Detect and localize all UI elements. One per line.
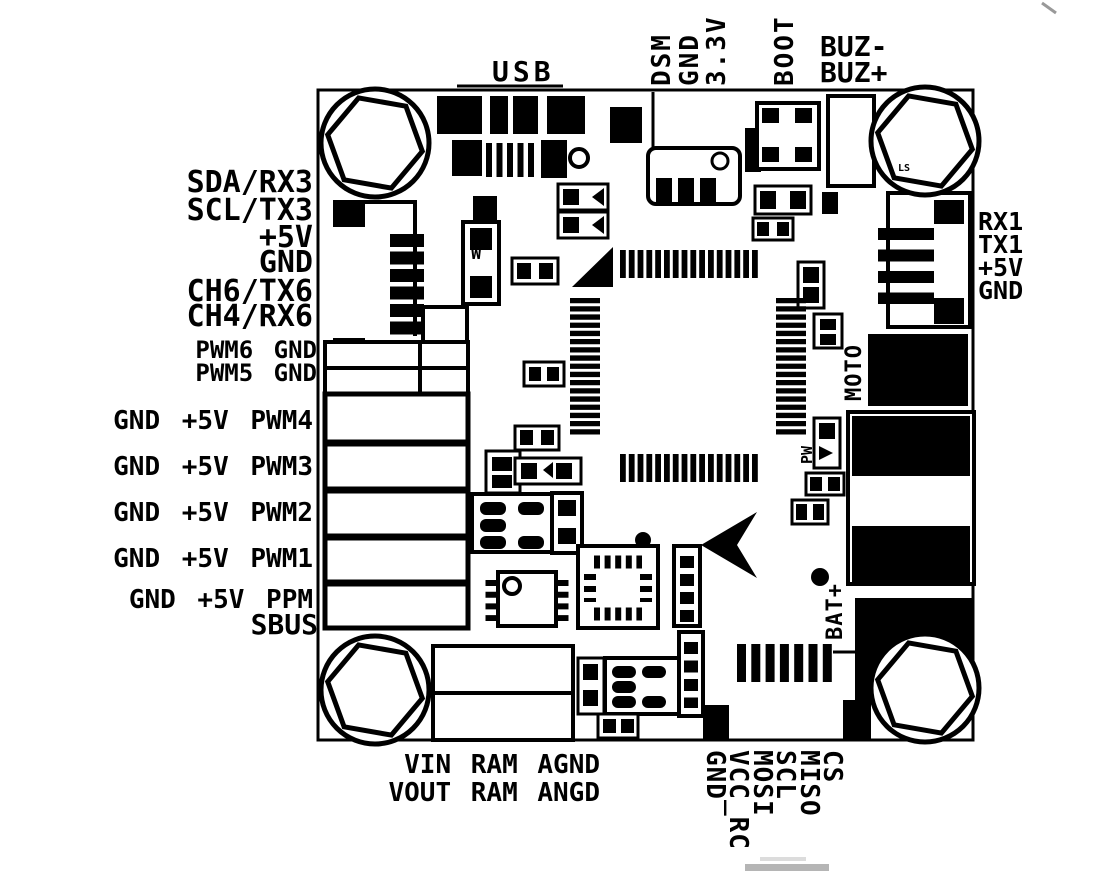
vin-vout-connector	[431, 644, 575, 742]
pwm56-block	[323, 305, 470, 396]
uart1-connector	[878, 191, 972, 329]
pin-row-ppm: GND +5V PPM	[128, 585, 313, 615]
pin-row-pwm1: GND +5V PWM1	[113, 544, 313, 574]
pin-row-pwm3: GND +5V PWM3	[113, 452, 313, 482]
arrow-marker	[701, 512, 757, 578]
solder-jumpers	[510, 182, 610, 388]
pin-label-moto: MOTO	[842, 344, 867, 401]
cutoff-fragment	[760, 857, 806, 861]
pin-label-3v3: 3.3V	[702, 15, 732, 86]
pin-label-buz-minus: BUZ-	[820, 30, 888, 63]
pin-label-usb: USB	[492, 55, 555, 88]
pin-label-gnd-right: GND	[978, 276, 1024, 305]
pin-label-scl-tx3: SCL/TX3	[186, 193, 313, 228]
pin-label-5v-left: +5V	[258, 220, 313, 255]
usb-connector	[437, 96, 590, 178]
bottom-components	[576, 630, 705, 740]
pin-row-pwm2: GND +5V PWM2	[113, 498, 313, 528]
soic8-ic	[485, 570, 569, 628]
pin-label-ch4-rx6: CH4/RX6	[186, 299, 313, 334]
mcu-footprint	[570, 247, 806, 482]
pin-row-pwm4: GND +5V PWM4	[113, 406, 313, 436]
pin-label-pw: PW	[798, 445, 816, 464]
gyro-qfn	[576, 532, 702, 630]
pin-row-vout: VOUT RAM ANGD	[388, 778, 601, 808]
regulator-w	[461, 196, 501, 306]
pin-label-gnd-left: GND	[258, 245, 313, 280]
pin-label-5v-right: +5V	[978, 253, 1024, 282]
component-mark-w: W	[471, 244, 482, 264]
pin-row-vin: VIN RAM AGND	[404, 750, 600, 780]
mid-components	[470, 424, 584, 555]
pin-label-bat-plus: BAT+	[823, 583, 848, 640]
component-mark-ls: LS	[898, 163, 911, 174]
stray-mark	[1041, 1, 1057, 15]
pin-label-ch6-tx6: CH6/TX6	[186, 274, 313, 309]
pin-label-pwm5-gnd: PWM5 GND	[195, 359, 317, 387]
boot-button	[745, 94, 876, 242]
power-pads	[811, 334, 976, 704]
pin-label-gnd-top: GND	[675, 33, 705, 86]
spi-pad-row	[703, 644, 871, 740]
pin-label-pwm6-gnd: PWM6 GND	[195, 336, 317, 364]
pw-diode	[790, 416, 846, 526]
cutoff-fragment	[745, 864, 829, 871]
pin-label-sda-rx3: SDA/RX3	[186, 165, 313, 200]
pwm-connector-block	[322, 391, 471, 631]
pin-label-rx1: RX1	[978, 207, 1024, 236]
pin-label-dsm: DSM	[647, 33, 677, 86]
pin-label-sbus: SBUS	[250, 608, 318, 641]
pin-label-tx1: TX1	[978, 230, 1024, 259]
pin-label-buz-plus: BUZ+	[820, 56, 888, 89]
dsm-usb-connector	[610, 92, 742, 206]
pin-label-cs: CS	[817, 750, 847, 784]
pin-label-boot: BOOT	[770, 15, 800, 86]
